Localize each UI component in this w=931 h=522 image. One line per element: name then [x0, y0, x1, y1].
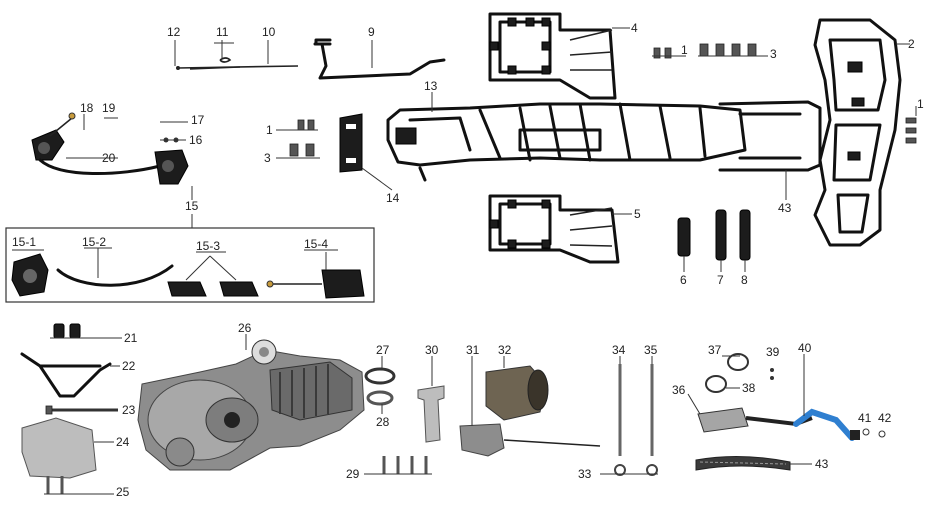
label-20: 20: [102, 151, 116, 165]
label-3-center: 3: [264, 151, 271, 165]
label-4: 4: [631, 21, 638, 35]
part-exhaust: [687, 353, 886, 441]
label-39: 39: [766, 345, 780, 359]
label-1-right: 1: [917, 97, 924, 111]
label-27: 27: [376, 343, 390, 357]
label-15-4: 15-4: [304, 237, 328, 251]
label-16: 16: [189, 133, 203, 147]
label-32: 32: [498, 343, 512, 357]
part-footrest-bottom: [488, 194, 632, 264]
part-bracket-22: [20, 352, 120, 398]
label-41: 41: [858, 411, 872, 425]
part-bolts-29: [364, 456, 432, 475]
part-bumpers-21: [50, 323, 122, 339]
label-10: 10: [262, 25, 276, 39]
label-13: 13: [424, 79, 438, 93]
part-cover-24: [21, 417, 114, 479]
part-intake-manifold: [417, 356, 445, 443]
part-engine: [137, 334, 365, 471]
part-chain: [695, 455, 812, 471]
label-19: 19: [102, 101, 116, 115]
part-bolts-row: [652, 43, 768, 59]
label-1-center: 1: [266, 123, 273, 137]
part-main-frame: [386, 92, 747, 182]
label-40: 40: [798, 341, 812, 355]
part-rubber-pads: [677, 209, 751, 272]
label-31: 31: [466, 343, 480, 357]
label-15-2: 15-2: [82, 235, 106, 249]
part-bolts-center: [276, 119, 320, 159]
part-studs: [600, 356, 658, 476]
label-22: 22: [122, 359, 136, 373]
label-12: 12: [167, 25, 181, 39]
part-brake-rod: [174, 40, 299, 70]
part-mounting-plate: [339, 113, 393, 191]
part-brake-pedal: [313, 38, 446, 80]
label-3-row: 3: [770, 47, 777, 61]
label-7: 7: [717, 273, 724, 287]
part-brake-master: [31, 112, 193, 200]
part-bolt-23: [45, 405, 118, 415]
label-1-row: 1: [681, 43, 688, 57]
label-15-1: 15-1: [12, 235, 36, 249]
label-5: 5: [634, 207, 641, 221]
label-38: 38: [742, 381, 756, 395]
part-carburetor: [459, 356, 601, 457]
part-bolts-right: [905, 106, 917, 144]
label-14: 14: [386, 191, 400, 205]
label-15-3: 15-3: [196, 239, 220, 253]
label-18: 18: [80, 101, 94, 115]
label-6: 6: [680, 273, 687, 287]
label-36: 36: [672, 383, 686, 397]
label-28: 28: [376, 415, 390, 429]
label-37: 37: [708, 343, 722, 357]
label-2: 2: [908, 37, 915, 51]
part-front-bumper: [813, 18, 910, 247]
label-21: 21: [124, 331, 138, 345]
label-29: 29: [346, 467, 360, 481]
label-15: 15: [185, 199, 199, 213]
brake-kit-box: [5, 214, 375, 303]
label-11: 11: [216, 25, 229, 39]
label-33: 33: [578, 467, 592, 481]
label-43-top: 43: [778, 201, 792, 215]
label-43-chain: 43: [815, 457, 829, 471]
label-25: 25: [116, 485, 130, 499]
label-8: 8: [741, 273, 748, 287]
part-bolts-25: [44, 476, 114, 495]
part-rear-rack-rails: [718, 100, 822, 200]
label-34: 34: [612, 343, 626, 357]
label-30: 30: [425, 343, 439, 357]
label-23: 23: [122, 403, 136, 417]
label-17: 17: [191, 113, 205, 127]
label-9: 9: [368, 25, 375, 39]
part-gaskets: [364, 356, 396, 414]
part-footrest-top: [488, 12, 630, 100]
label-24: 24: [116, 435, 130, 449]
label-26: 26: [238, 321, 252, 335]
label-42: 42: [878, 411, 892, 425]
label-35: 35: [644, 343, 658, 357]
